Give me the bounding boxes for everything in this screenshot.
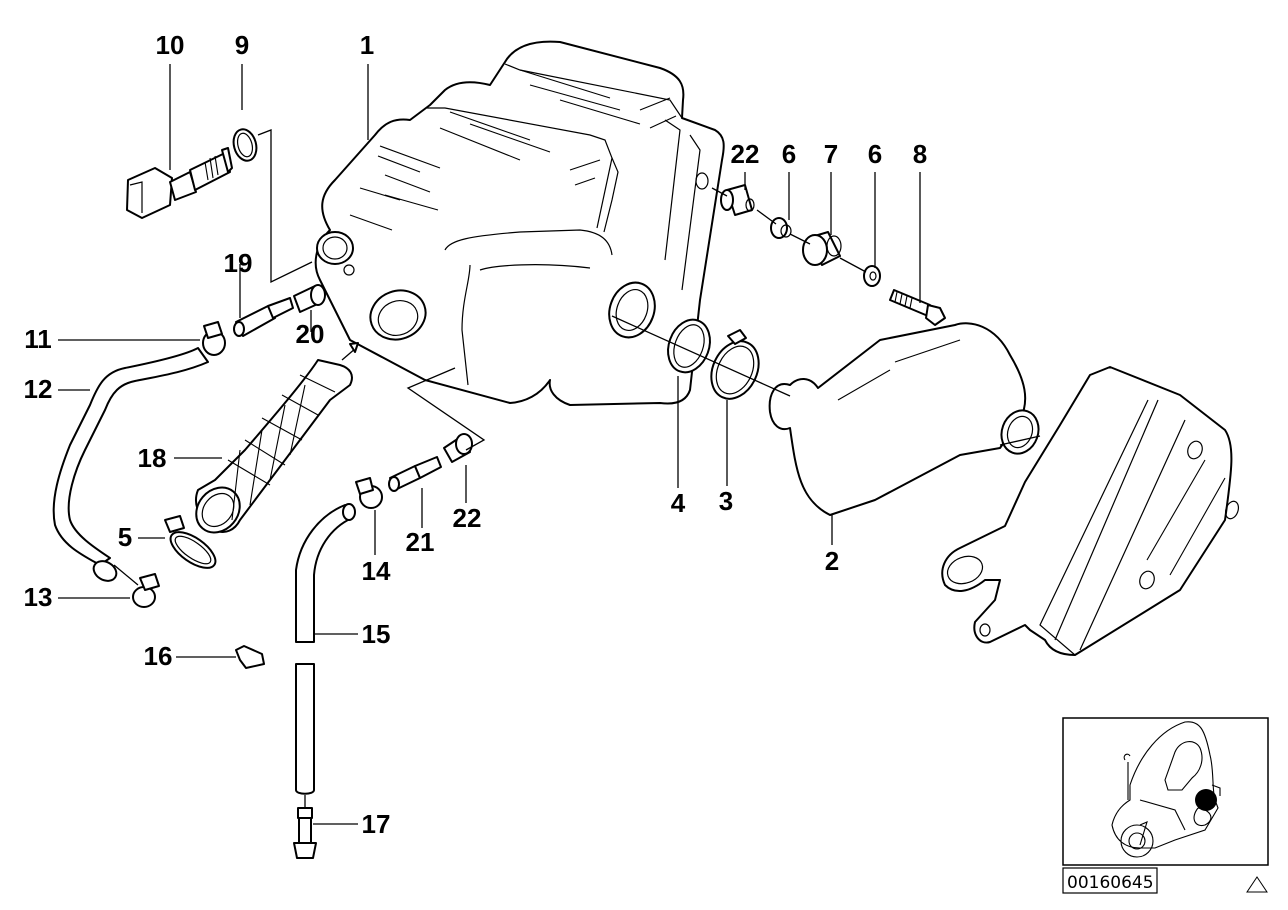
part-3-clamp[interactable]: [702, 329, 767, 406]
callout-21[interactable]: 21: [406, 527, 435, 557]
callout-6[interactable]: 6: [868, 139, 882, 169]
part-22-nut-upper[interactable]: [720, 184, 755, 216]
warning-triangle-icon: [1246, 876, 1268, 893]
part-14-clamp[interactable]: [355, 477, 383, 509]
callout-22[interactable]: 22: [453, 503, 482, 533]
callout-14[interactable]: 14: [362, 556, 391, 586]
location-inset: [1062, 717, 1269, 866]
callout-5[interactable]: 5: [118, 522, 132, 552]
reference-code: 00160645: [1067, 873, 1154, 893]
assembly-guide-lines: [113, 129, 1041, 586]
part-11-clamp[interactable]: [202, 321, 226, 356]
part-21-connector[interactable]: [388, 456, 442, 492]
part-13-clamp[interactable]: [132, 573, 160, 608]
part-16-clip[interactable]: [235, 645, 265, 669]
inset-frame: [1062, 717, 1269, 866]
part-12-hose[interactable]: [52, 347, 209, 585]
part-10-lambda-sensor[interactable]: [126, 147, 233, 219]
part-17-drain-fitting[interactable]: [293, 795, 317, 859]
callout-17[interactable]: 17: [362, 809, 391, 839]
callout-9[interactable]: 9: [235, 30, 249, 60]
part-15-hose[interactable]: [295, 503, 356, 795]
secondary-silencer: [941, 366, 1240, 656]
location-marker: [1195, 789, 1217, 811]
part-7-rubber-mount[interactable]: [802, 231, 842, 266]
callout-3[interactable]: 3: [719, 486, 733, 516]
part-19-connector[interactable]: [233, 297, 294, 337]
part-18-intake-tube[interactable]: [187, 342, 359, 541]
callout-1[interactable]: 1: [360, 30, 374, 60]
callout-16[interactable]: 16: [144, 641, 173, 671]
callout-10[interactable]: 10: [156, 30, 185, 60]
callout-4[interactable]: 4: [671, 488, 686, 518]
reference-code-box: 00160645: [1062, 867, 1158, 894]
callout-6[interactable]: 6: [782, 139, 796, 169]
part-1-muffler-body[interactable]: [314, 40, 725, 406]
callout-22[interactable]: 22: [731, 139, 760, 169]
callout-13[interactable]: 13: [24, 582, 53, 612]
part-6-washer-b[interactable]: [863, 265, 881, 287]
part-5-clamp[interactable]: [164, 515, 221, 575]
part-4-gasket-ring[interactable]: [661, 314, 717, 378]
callout-8[interactable]: 8: [913, 139, 927, 169]
callout-leaders: [58, 64, 921, 825]
part-2-silencer-pipe[interactable]: [768, 322, 1045, 516]
callout-12[interactable]: 12: [24, 374, 53, 404]
callout-15[interactable]: 15: [362, 619, 391, 649]
part-9-sealing-ring[interactable]: [230, 127, 260, 164]
callout-18[interactable]: 18: [138, 443, 167, 473]
callout-7[interactable]: 7: [824, 139, 838, 169]
callout-2[interactable]: 2: [825, 546, 839, 576]
part-20-nut[interactable]: [293, 284, 326, 313]
callout-19[interactable]: 19: [224, 248, 253, 278]
callout-20[interactable]: 20: [296, 319, 325, 349]
callout-11[interactable]: 11: [24, 324, 52, 354]
scooter-thumbnail: [1111, 721, 1221, 858]
part-22-nut-lower[interactable]: [443, 433, 473, 463]
part-8-bolt[interactable]: [889, 289, 946, 326]
part-6-washer-a[interactable]: [770, 217, 792, 239]
